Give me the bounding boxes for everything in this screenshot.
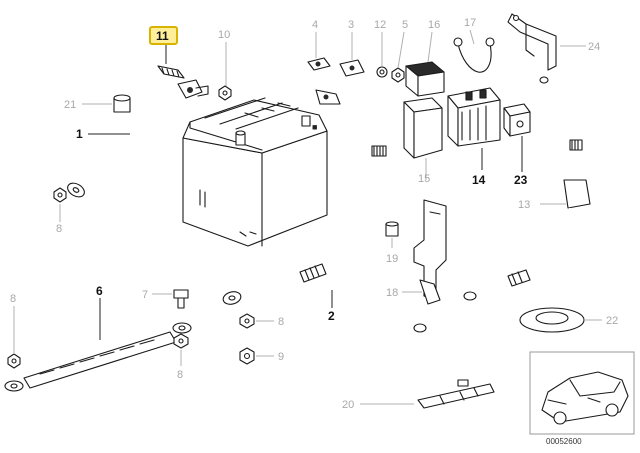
callout-18: 18 (386, 287, 398, 299)
plug-19[interactable] (385, 221, 399, 237)
callout-11: 11 (156, 29, 169, 43)
callout-4: 4 (312, 19, 318, 31)
grommet-22[interactable] (519, 307, 585, 333)
callout-8-a: 8 (56, 223, 62, 235)
callout-2: 2 (328, 309, 335, 323)
ground-cable-1[interactable] (65, 79, 209, 210)
nut-5[interactable] (391, 67, 405, 83)
callout-13: 13 (518, 199, 530, 211)
nut-8-strap-right[interactable] (173, 333, 189, 349)
fuse-holder-16[interactable] (405, 61, 445, 97)
leader-lines (13, 29, 602, 405)
callout-21: 21 (64, 99, 76, 111)
cover-15[interactable] (403, 97, 443, 159)
diagram-code: 00052600 (546, 437, 582, 446)
callout-22: 22 (606, 315, 618, 327)
callout-7: 7 (142, 289, 148, 301)
nut-9[interactable] (239, 347, 255, 365)
terminal-clamp-11[interactable] (157, 65, 185, 79)
callout-23: 23 (514, 173, 528, 187)
cap-21[interactable] (113, 94, 131, 113)
callout-24: 24 (588, 41, 600, 53)
ground-strap-6[interactable] (4, 322, 192, 392)
positive-cable-2[interactable] (222, 89, 387, 306)
bolt-7[interactable] (173, 289, 189, 309)
callout-1: 1 (76, 127, 83, 141)
washer-12[interactable] (376, 66, 388, 78)
vehicle-thumbnail (529, 351, 635, 435)
nut-8-left[interactable] (53, 187, 67, 203)
callout-8-c: 8 (177, 369, 183, 381)
callout-14: 14 (472, 173, 486, 187)
callout-17: 17 (464, 17, 476, 29)
battery[interactable]: ■ (182, 97, 328, 247)
callout-19: 19 (386, 253, 398, 265)
block-23[interactable] (503, 103, 531, 137)
cable-13[interactable] (413, 76, 591, 333)
callout-20: 20 (342, 399, 354, 411)
relay-block-14[interactable] (447, 87, 501, 147)
nut-8-center[interactable] (239, 313, 255, 329)
callout-6: 6 (96, 284, 103, 298)
callout-5: 5 (402, 19, 408, 31)
terminal-3[interactable] (339, 59, 365, 77)
callout-8-b: 8 (10, 293, 16, 305)
bracket-18[interactable] (413, 199, 447, 305)
callout-12: 12 (374, 19, 386, 31)
callout-8-d: 8 (278, 316, 284, 328)
svg-text:■: ■ (312, 122, 317, 132)
callout-15: 15 (418, 173, 430, 185)
terminal-4[interactable] (307, 57, 331, 71)
callout-10: 10 (218, 29, 230, 41)
callout-9: 9 (278, 351, 284, 363)
callout-3: 3 (348, 19, 354, 31)
nut-8-strap-left[interactable] (7, 353, 21, 369)
nut-10[interactable] (218, 85, 232, 101)
bracket-24[interactable] (507, 13, 557, 71)
highlight-box-11 (149, 26, 178, 45)
fuse-link-17[interactable] (453, 37, 495, 73)
callout-16: 16 (428, 19, 440, 31)
part-callouts: 11 1 2 6 14 23 21 8 10 4 3 12 5 16 17 24… (10, 17, 618, 411)
holder-20[interactable] (417, 379, 495, 409)
